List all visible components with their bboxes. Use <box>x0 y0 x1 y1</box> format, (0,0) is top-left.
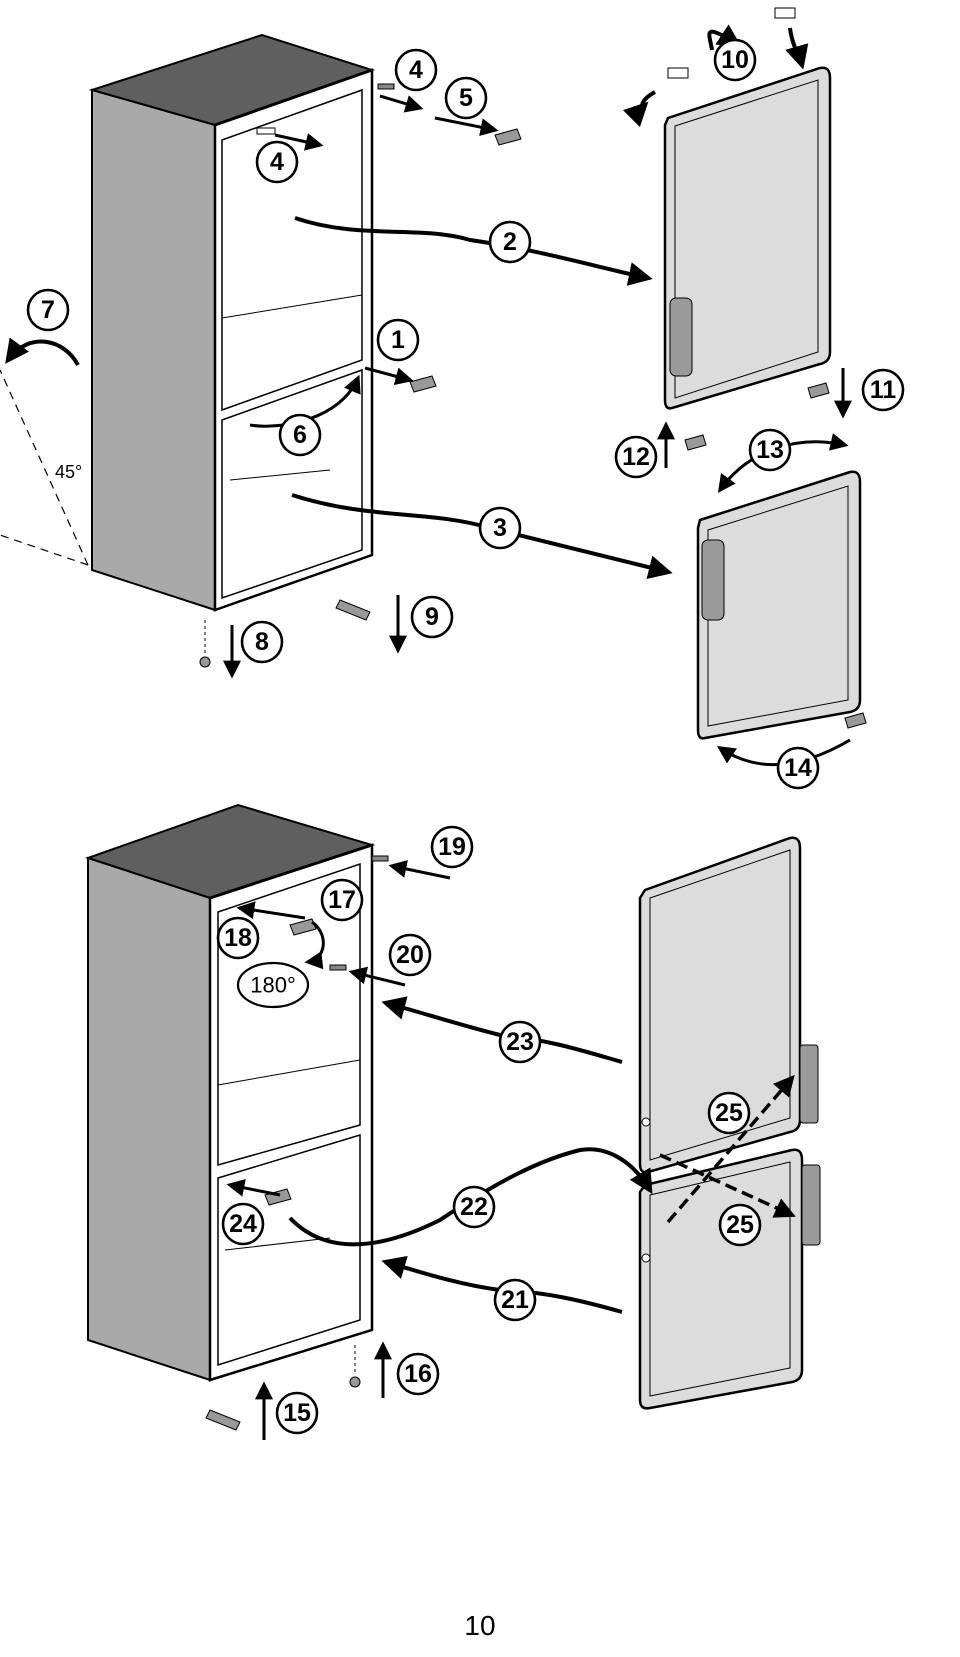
step-callout-4b: 4 <box>255 140 299 184</box>
step-number: 18 <box>224 924 252 952</box>
step-callout-22: 22 <box>452 1185 496 1229</box>
step-callout-18: 18 <box>216 916 260 960</box>
step-number: 13 <box>756 436 784 464</box>
step-callout-2: 2 <box>488 220 532 264</box>
step-number: 16 <box>404 1360 432 1388</box>
step-callout-23: 23 <box>498 1020 542 1064</box>
step-callout-14: 14 <box>776 746 820 790</box>
rotation-label-oval: 180° <box>236 961 310 1009</box>
fridge-compartment-opening <box>221 88 363 412</box>
step-callout-21: 21 <box>493 1278 537 1322</box>
step-number: 6 <box>293 421 307 449</box>
step-number: 11 <box>870 376 897 404</box>
cabinet-side-panel <box>91 88 216 612</box>
hinge-parts-bottom <box>205 855 451 1440</box>
step-number: 1 <box>391 326 405 354</box>
lower-door-bottom <box>638 1148 821 1410</box>
step-callout-16: 16 <box>396 1352 440 1396</box>
rotation-label: 180° <box>250 973 296 998</box>
step-number: 2 <box>503 228 517 256</box>
step-callout-11: 11 <box>861 368 905 412</box>
step-number: 10 <box>721 46 749 74</box>
step-callout-25b: 25 <box>718 1203 762 1247</box>
lower-door-top <box>696 470 867 767</box>
step-number: 25 <box>726 1211 754 1239</box>
step-callout-4a: 4 <box>394 48 438 92</box>
step-callout-8: 8 <box>240 620 284 664</box>
arrow-hinge-22 <box>288 1147 653 1247</box>
handle-move-arrow-2 <box>659 1153 796 1218</box>
step-callout-12: 12 <box>614 435 658 479</box>
step-number: 4 <box>409 56 423 84</box>
step-number: 19 <box>438 833 466 861</box>
step-callout-1: 1 <box>376 318 420 362</box>
step-number: 7 <box>41 296 55 324</box>
step-number: 23 <box>506 1028 534 1056</box>
step-number: 21 <box>501 1286 529 1314</box>
cabinet-side-panel-2 <box>87 856 211 1382</box>
step-callout-17: 17 <box>320 878 364 922</box>
step-callout-6: 6 <box>278 413 322 457</box>
step-number: 24 <box>229 1210 257 1238</box>
step-number: 3 <box>493 514 507 542</box>
arrow-upper-door-move <box>294 216 653 286</box>
fridge-cabinet-top <box>88 33 376 612</box>
step-callout-13: 13 <box>748 428 792 472</box>
step-callout-20: 20 <box>388 933 432 977</box>
freezer-compartment-opening <box>221 368 363 600</box>
step-callout-5: 5 <box>444 76 488 120</box>
handle-move-arrow-1 <box>666 1074 795 1224</box>
step-callout-15: 15 <box>275 1391 319 1435</box>
step-number: 25 <box>715 1099 743 1127</box>
step-callout-24: 24 <box>221 1202 265 1246</box>
step-number: 22 <box>460 1193 488 1221</box>
step-callout-19: 19 <box>430 825 474 869</box>
step-number: 9 <box>425 603 439 631</box>
step-number: 17 <box>328 886 356 914</box>
step-callout-25a: 25 <box>707 1091 751 1135</box>
step-number: 5 <box>459 84 473 112</box>
step-number: 8 <box>255 628 269 656</box>
step-number: 12 <box>622 443 650 471</box>
tilt-indicator: 45° <box>0 337 89 566</box>
step-number: 20 <box>396 941 424 969</box>
step-number: 14 <box>784 754 812 782</box>
step-callout-7: 7 <box>26 288 70 332</box>
tilt-angle-label: 45° <box>55 462 82 482</box>
page-number: 10 <box>464 1610 496 1641</box>
step-callout-9: 9 <box>410 595 454 639</box>
step-number: 15 <box>283 1399 311 1427</box>
step-callout-3: 3 <box>478 506 522 550</box>
step-number: 4 <box>270 148 284 176</box>
upper-door-top <box>622 7 852 493</box>
step-callout-10: 10 <box>713 38 757 82</box>
